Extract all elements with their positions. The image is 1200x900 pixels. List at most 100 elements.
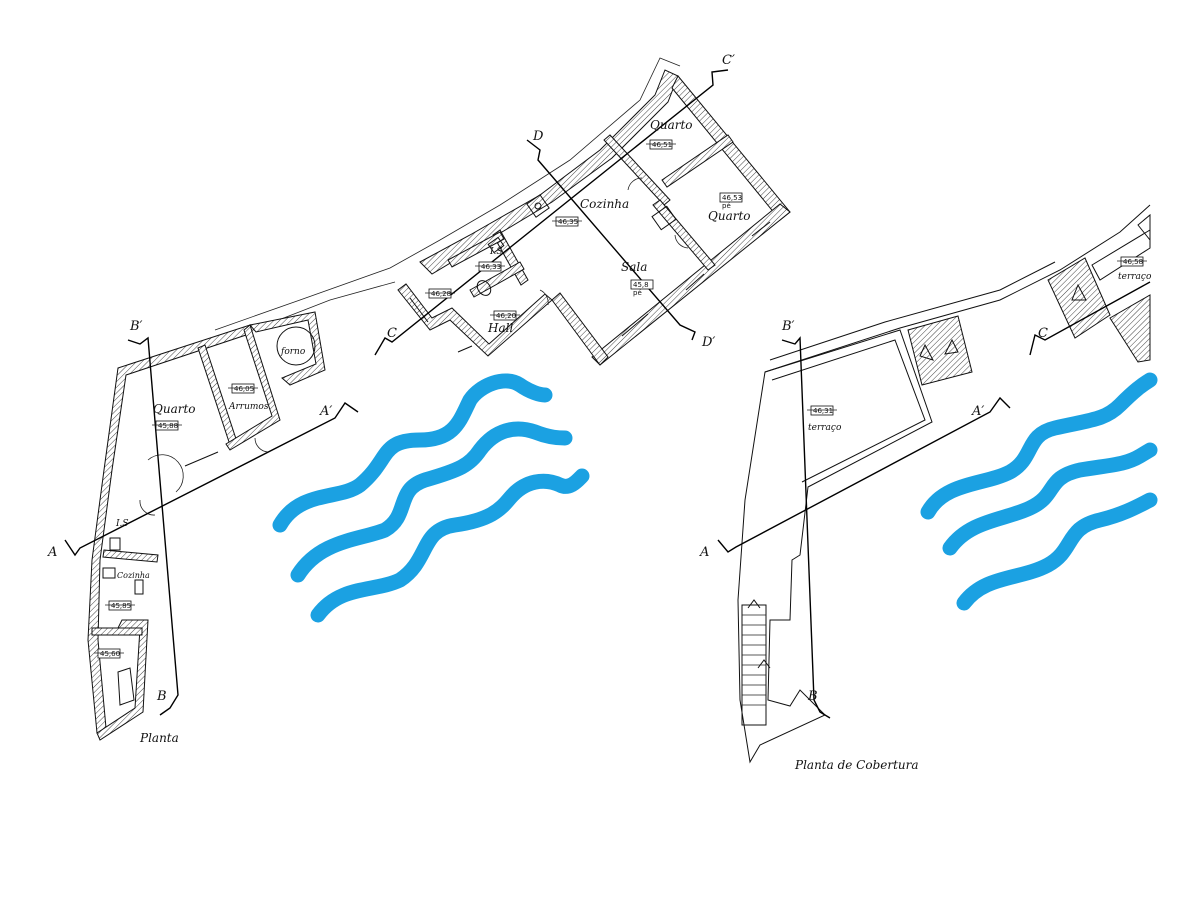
section-label: A′ bbox=[319, 404, 332, 419]
oven-icon bbox=[276, 326, 316, 366]
room-label: Cozinha bbox=[117, 571, 150, 580]
section-line-bb bbox=[127, 336, 179, 716]
roof-plan: A A′ B B′ C 46,31 terraço 46,58 terraço … bbox=[699, 204, 1158, 772]
elevation-marker: 45,8 pé bbox=[630, 279, 654, 297]
roof-outline bbox=[764, 204, 1151, 373]
section-line-cc-roof bbox=[1029, 281, 1151, 356]
elevation-marker: 45,60 bbox=[94, 648, 124, 659]
river-wave bbox=[290, 421, 573, 583]
elevation-marker: 46,51 bbox=[646, 139, 676, 150]
svg-text:46,28: 46,28 bbox=[431, 290, 451, 298]
svg-text:45,8: 45,8 bbox=[633, 281, 649, 289]
door-swing-icon-2 bbox=[539, 289, 549, 306]
room-label: forno bbox=[280, 347, 306, 357]
bath-icon bbox=[117, 667, 135, 706]
svg-text:45,85: 45,85 bbox=[111, 602, 131, 610]
room-label: Sala bbox=[621, 260, 647, 274]
triangle-icon bbox=[1071, 283, 1087, 301]
inner-wall-is bbox=[102, 549, 159, 563]
hall-wall bbox=[397, 283, 553, 357]
svg-text:46,58: 46,58 bbox=[1123, 258, 1143, 266]
section-label: C bbox=[387, 326, 397, 341]
door-swing-icon-6 bbox=[254, 437, 269, 453]
elevation-marker: 46,35 bbox=[552, 216, 582, 227]
arrumos-east-wall bbox=[225, 324, 281, 451]
stairs bbox=[741, 599, 771, 726]
upper-wall-sala-west bbox=[551, 292, 609, 366]
svg-text:46,05: 46,05 bbox=[234, 385, 254, 393]
roof-hatch bbox=[1109, 294, 1151, 363]
elevation-marker: 45,88 bbox=[152, 420, 182, 431]
room-label: terraço bbox=[808, 423, 842, 433]
forno-wall bbox=[249, 311, 326, 386]
river-wave bbox=[310, 468, 590, 623]
triangle-icon bbox=[944, 338, 959, 355]
sink-icon-left bbox=[134, 579, 144, 595]
room-label: Quarto bbox=[153, 402, 196, 416]
door-swing-icon-3 bbox=[674, 234, 689, 249]
room-label: Quarto bbox=[650, 118, 693, 132]
plan-caption: Planta bbox=[139, 731, 179, 745]
window-icon-5 bbox=[184, 451, 219, 467]
svg-text:pé: pé bbox=[633, 289, 642, 297]
svg-text:46,33: 46,33 bbox=[481, 263, 501, 271]
svg-text:46,53: 46,53 bbox=[722, 194, 742, 202]
terrace-corner bbox=[1137, 213, 1151, 242]
door-swing-icon-4 bbox=[147, 454, 184, 493]
plan-left: A A′ B B′ C C′ D D′ Quarto Quarto Cozinh… bbox=[47, 53, 791, 745]
upper-building bbox=[397, 69, 791, 366]
sink-icon bbox=[487, 236, 505, 254]
section-line-bb-roof bbox=[781, 336, 831, 719]
section-label: C bbox=[1038, 326, 1048, 341]
arrumos-wall bbox=[197, 344, 239, 449]
closet-icon bbox=[651, 205, 677, 231]
arrow-up-icon bbox=[747, 599, 761, 609]
room-label: I.S bbox=[489, 247, 503, 257]
roof-main-block bbox=[737, 329, 933, 764]
section-line-aa bbox=[64, 402, 359, 557]
room-label: Quarto bbox=[708, 209, 751, 223]
roof-hatch bbox=[1047, 257, 1111, 339]
left-outer-wall bbox=[87, 324, 253, 734]
room-label: Arrumos bbox=[228, 402, 269, 412]
section-label: A bbox=[47, 545, 57, 560]
toilet-icon bbox=[476, 280, 492, 296]
section-label: B′ bbox=[781, 319, 795, 334]
svg-text:46,35: 46,35 bbox=[558, 218, 578, 226]
partition-5 bbox=[469, 261, 525, 298]
river-wave bbox=[956, 492, 1158, 611]
roof-hatch bbox=[907, 315, 973, 386]
section-label: A bbox=[699, 545, 709, 560]
svg-text:45,88: 45,88 bbox=[158, 422, 178, 430]
svg-text:pé: pé bbox=[722, 202, 731, 210]
arrow-up-icon bbox=[757, 659, 771, 669]
door-swing-icon bbox=[627, 177, 643, 191]
river-wave bbox=[942, 442, 1158, 556]
window-icon-4 bbox=[409, 297, 429, 323]
partition-4 bbox=[447, 231, 505, 268]
door-swing-icon-5 bbox=[139, 499, 156, 516]
stove-icon-left bbox=[102, 567, 116, 579]
section-label: B bbox=[156, 689, 167, 704]
triangle-icon bbox=[919, 343, 935, 361]
section-line-dd bbox=[526, 139, 696, 341]
room-label: Cozinha bbox=[580, 197, 629, 211]
terrace-outline bbox=[1091, 229, 1151, 281]
inner-wall-cozinha bbox=[91, 627, 143, 636]
upper-wall-south bbox=[591, 203, 791, 366]
roof-outline-2 bbox=[769, 261, 1056, 361]
section-label: D′ bbox=[701, 335, 715, 350]
room-label: I.S bbox=[115, 519, 129, 529]
svg-text:46,31: 46,31 bbox=[813, 407, 833, 415]
partition-6 bbox=[652, 199, 716, 271]
section-label: B bbox=[807, 689, 818, 704]
room-label: Hall bbox=[487, 321, 513, 335]
lower-building bbox=[87, 311, 326, 741]
section-label: A′ bbox=[971, 404, 984, 419]
svg-text:46,51: 46,51 bbox=[652, 141, 672, 149]
elevation-marker: 46,58 bbox=[1117, 256, 1147, 267]
elevation-marker: 46,20 bbox=[490, 310, 520, 321]
terrain-line bbox=[214, 57, 681, 331]
partition-2 bbox=[661, 134, 734, 188]
